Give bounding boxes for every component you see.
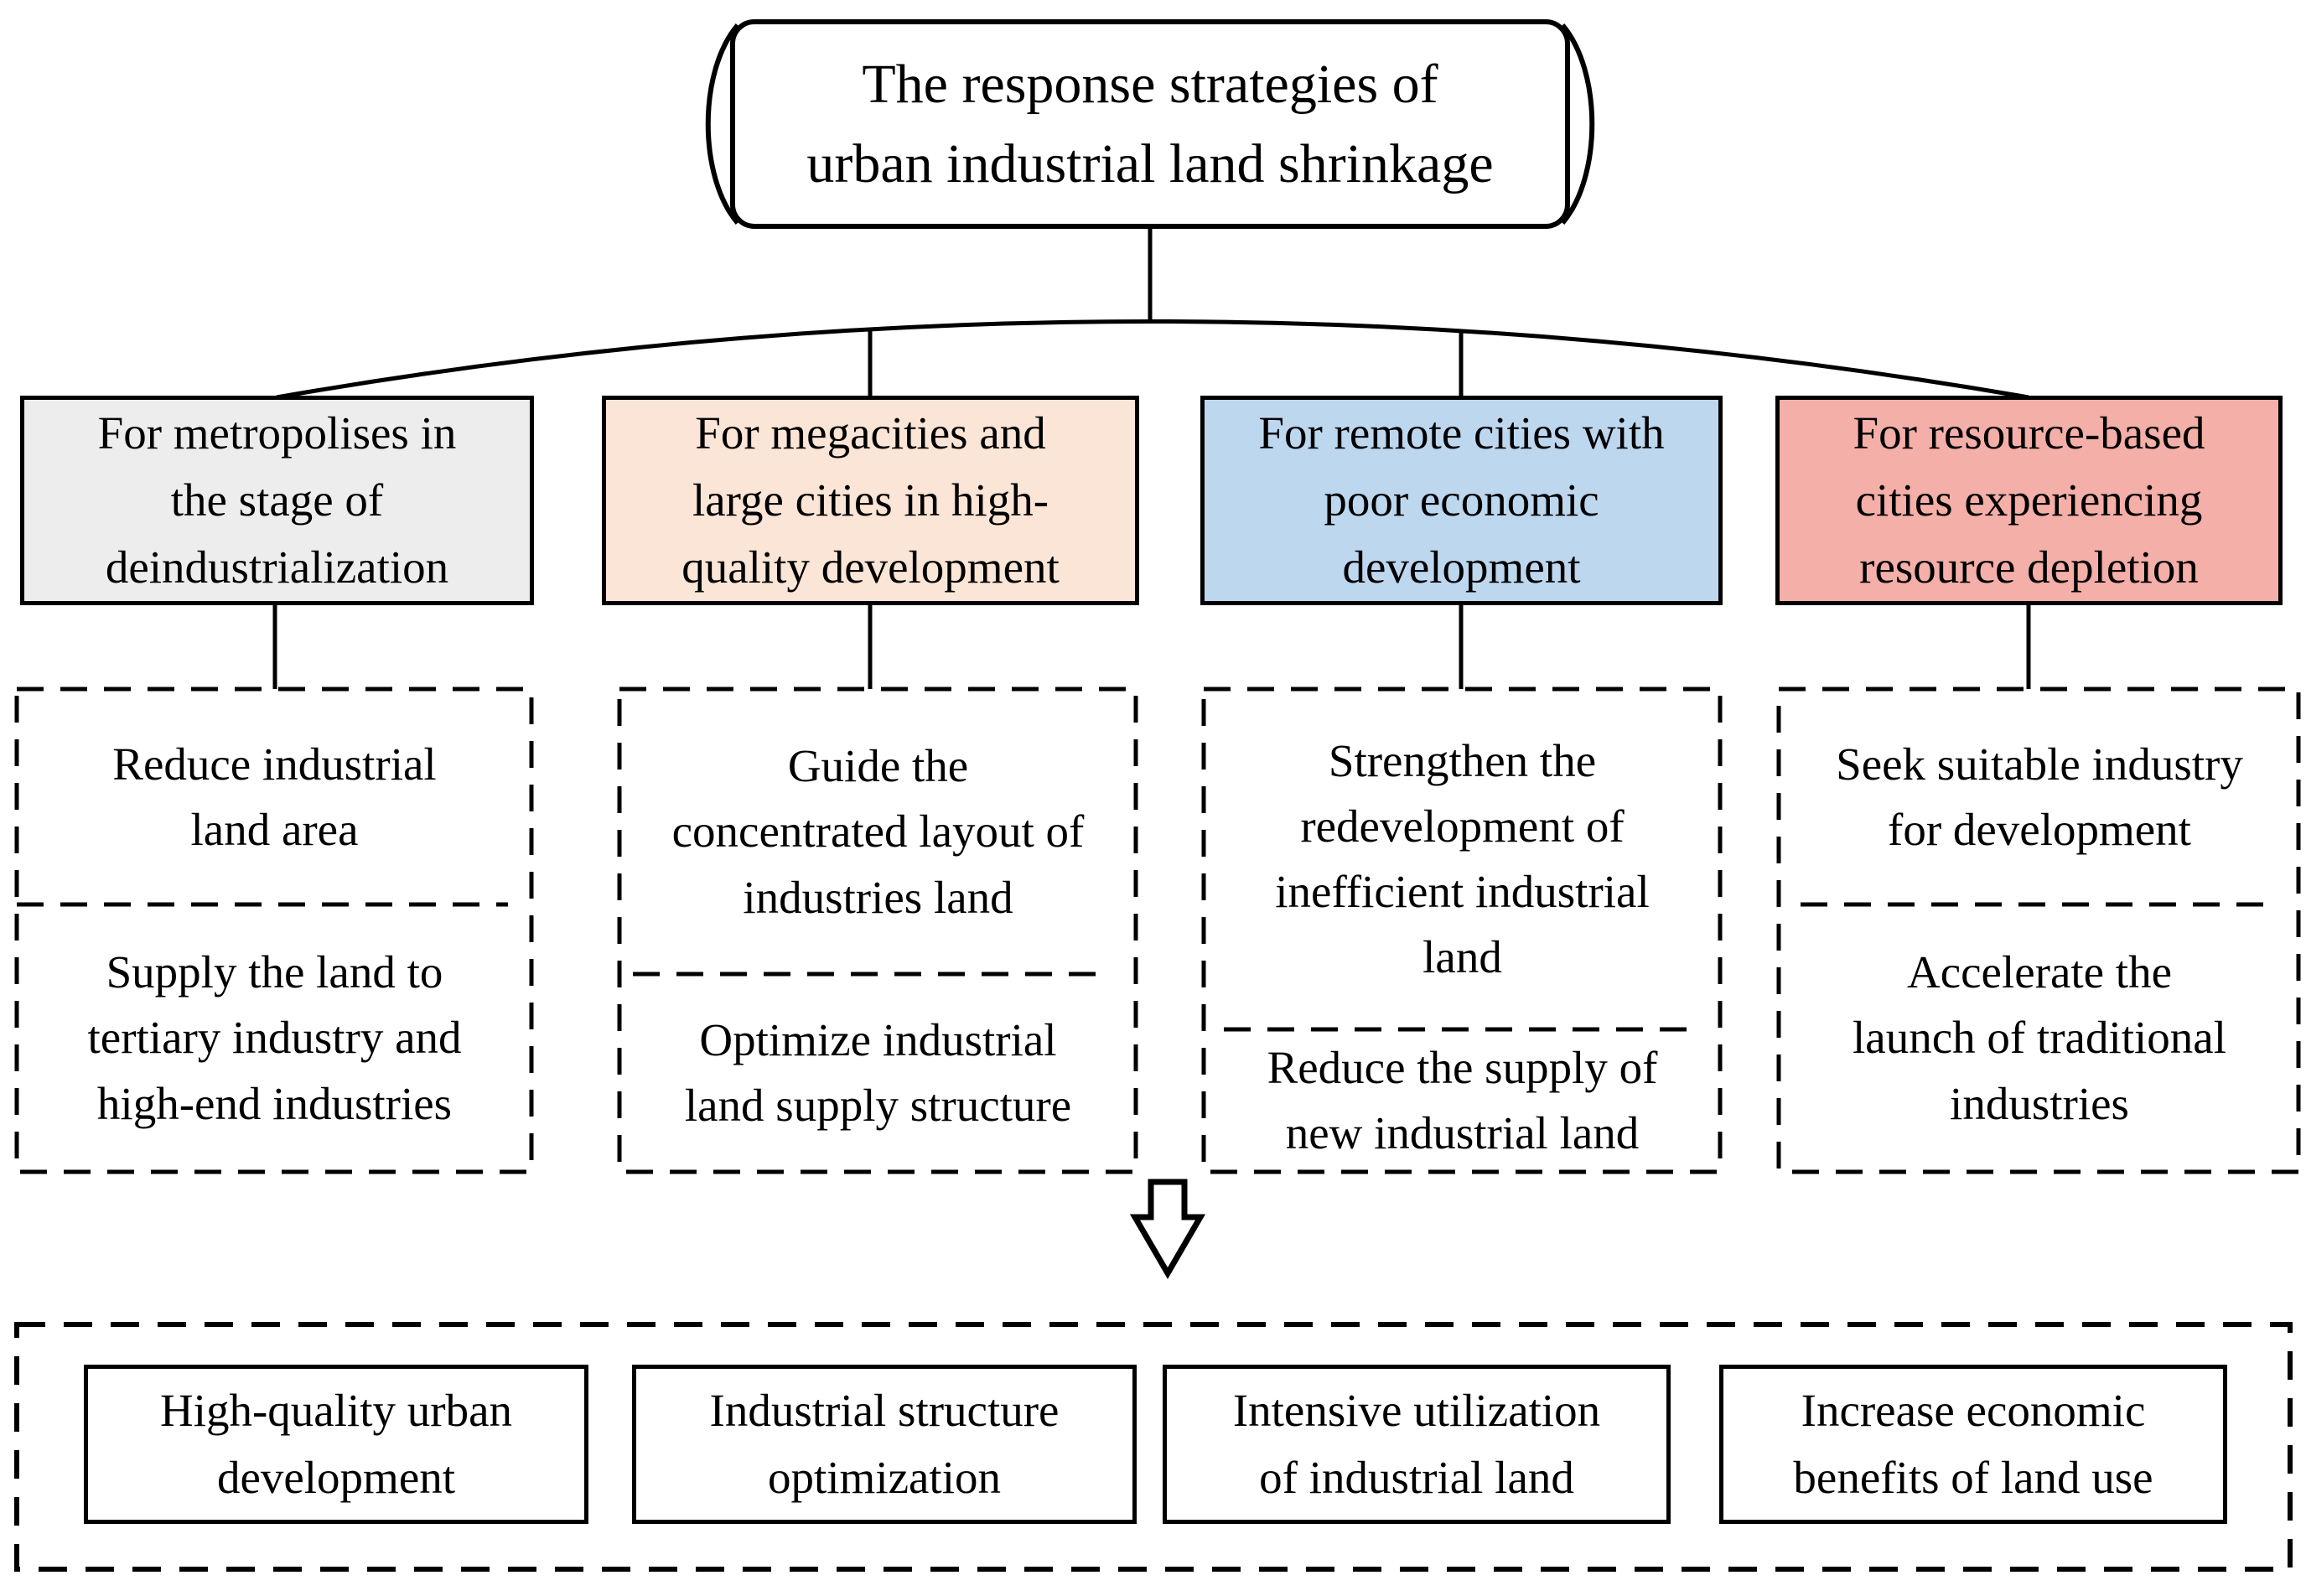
title-shape-left-arc — [705, 23, 740, 225]
strategy-text: Reduce the supply of new industrial land — [1267, 1041, 1658, 1158]
strategy-box-border-2 — [617, 687, 1138, 1174]
strategy-box-border-3 — [1201, 687, 1723, 1174]
strategy-text: Supply the land to tertiary industry and… — [87, 946, 462, 1129]
strategy-text: Accelerate the launch of traditional ind… — [1853, 946, 2226, 1129]
strategy-text: Guide the concentrated layout of industr… — [671, 740, 1085, 923]
outcome-box: Increase economic benefits of land use — [1719, 1365, 2227, 1524]
connector-arch — [276, 319, 2029, 400]
outcome-box: Intensive utilization of industrial land — [1163, 1365, 1671, 1524]
diagram-title: The response strategies of urban industr… — [806, 53, 1494, 194]
outcome-box: High-quality urban development — [84, 1365, 588, 1524]
category-box-remote-cities: For remote cities with poor economic dev… — [1200, 396, 1723, 605]
category-box-resource-cities: For resource-based cities experiencing r… — [1775, 396, 2283, 605]
outcome-box: Industrial structure optimization — [632, 1365, 1137, 1524]
title-shape-right-arc — [1560, 23, 1595, 225]
strategy-text: Optimize industrial land supply structur… — [684, 1013, 1072, 1131]
strategy-box-border-1 — [14, 687, 534, 1174]
strategy-box-border-4 — [1776, 687, 2301, 1174]
category-box-metropolises: For metropolises in the stage of deindus… — [20, 396, 534, 605]
strategy-text: Reduce industrial land area — [112, 738, 437, 855]
strategy-text: Seek suitable industry for development — [1836, 738, 2243, 855]
down-arrow-icon — [1129, 1179, 1206, 1279]
outcomes-container-border — [14, 1322, 2293, 1572]
category-box-megacities: For megacities and large cities in high-… — [602, 396, 1139, 605]
strategy-text: Strengthen the redevelopment of ineffici… — [1275, 734, 1650, 983]
